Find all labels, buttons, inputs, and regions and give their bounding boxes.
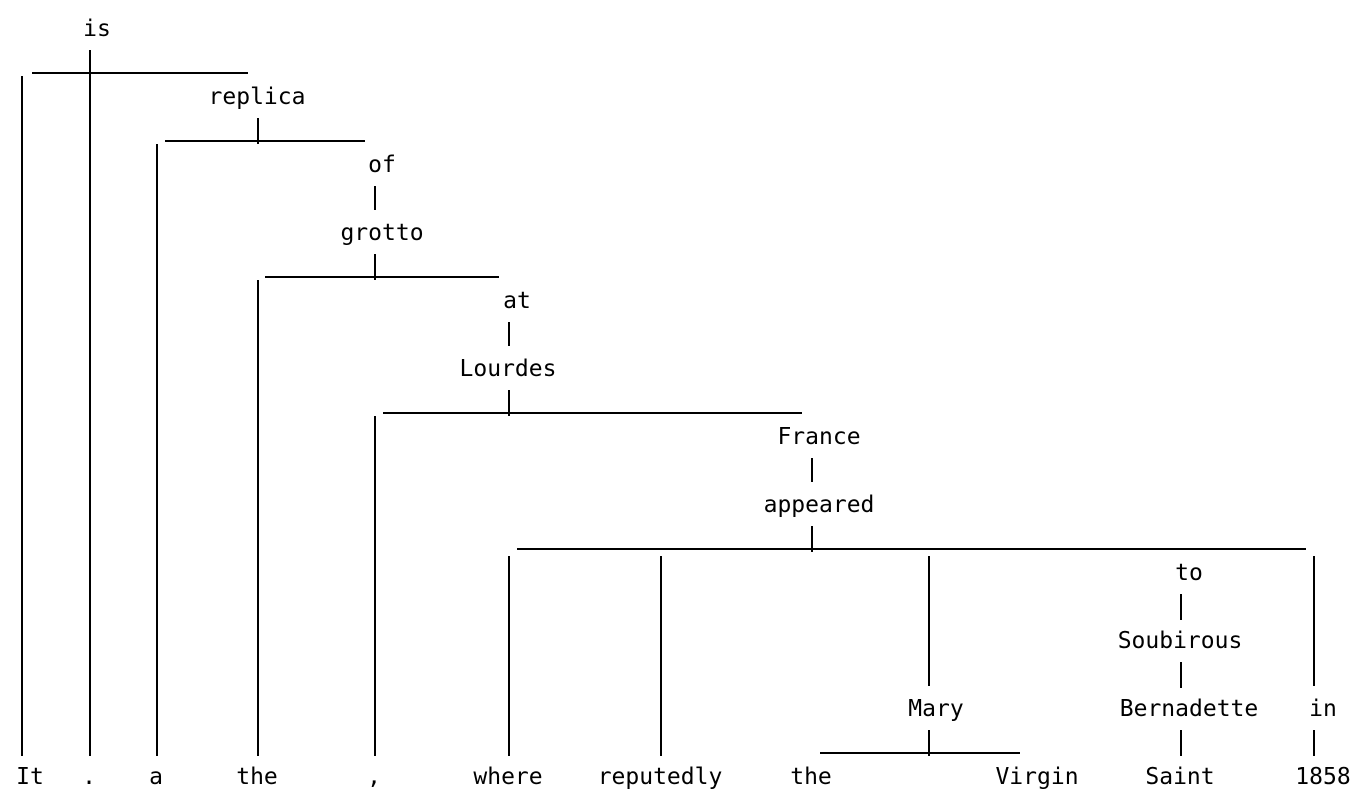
node-to: to	[1175, 560, 1203, 586]
node-bernadette: Bernadette	[1119, 696, 1259, 722]
leaf-reputedly: reputedly	[597, 764, 723, 790]
edge-it	[21, 76, 23, 756]
edge-in	[1313, 556, 1315, 686]
leaf-virgin: Virgin	[995, 764, 1079, 790]
edge-france-appeared	[811, 458, 813, 482]
branch-line-is	[32, 72, 248, 74]
node-grotto: grotto	[340, 220, 424, 246]
edge-where	[508, 556, 510, 756]
edge-grotto-stem	[374, 254, 376, 280]
edge-soubirous-bernadette	[1180, 662, 1182, 688]
edge-of-grotto	[374, 186, 376, 210]
leaf-saint: Saint	[1145, 764, 1215, 790]
node-appeared: appeared	[763, 492, 875, 518]
edge-replica-stem	[257, 118, 259, 144]
node-mary: Mary	[908, 696, 964, 722]
edge-mary-stem	[928, 730, 930, 756]
branch-line-lourdes	[383, 412, 802, 414]
node-is: is	[83, 16, 111, 42]
edge-bernadette-saint	[1180, 730, 1182, 756]
edge-period	[89, 50, 91, 756]
edge-a	[156, 144, 158, 756]
leaf-a: a	[149, 764, 163, 790]
edge-reputedly	[660, 556, 662, 756]
edge-in-1858	[1313, 730, 1315, 756]
edge-to-soubirous	[1180, 594, 1182, 620]
edge-appeared-stem	[811, 526, 813, 552]
leaf-1858: 1858	[1295, 764, 1351, 790]
branch-line-appeared	[517, 548, 1306, 550]
leaf-the-2: the	[790, 764, 832, 790]
node-soubirous: Soubirous	[1117, 628, 1243, 654]
leaf-the-1: the	[236, 764, 278, 790]
leaf-it: It	[16, 764, 44, 790]
leaf-where: where	[473, 764, 543, 790]
edge-the-1	[257, 280, 259, 756]
edge-at-lourdes	[508, 322, 510, 346]
node-in: in	[1309, 696, 1337, 722]
edge-comma	[374, 416, 376, 756]
branch-line-mary	[820, 752, 1020, 754]
edge-mary	[928, 556, 930, 686]
node-at: at	[503, 288, 531, 314]
edge-lourdes-stem	[508, 390, 510, 416]
node-replica: replica	[208, 84, 306, 110]
leaf-period: .	[82, 764, 96, 790]
node-lourdes: Lourdes	[459, 356, 557, 382]
branch-line-grotto	[265, 276, 499, 278]
node-france: France	[777, 424, 861, 450]
branch-line-replica	[165, 140, 365, 142]
node-of: of	[368, 152, 396, 178]
leaf-comma: ,	[367, 764, 381, 790]
